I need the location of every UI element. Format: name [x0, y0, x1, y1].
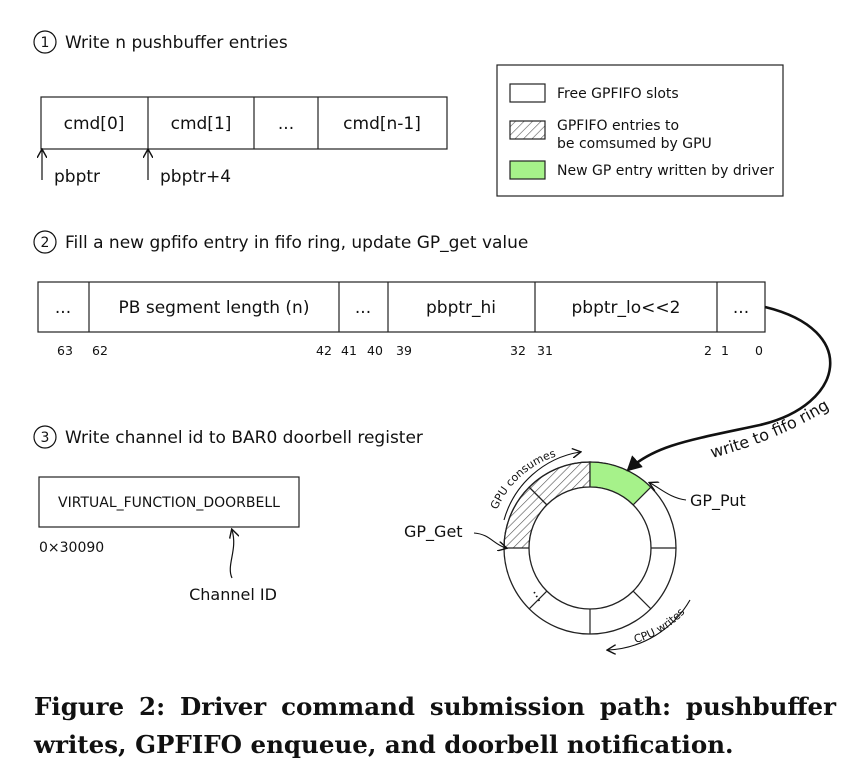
- write-to-fifo-label: write to fifo ring: [708, 395, 832, 462]
- pbptr4-label: pbptr+4: [160, 167, 231, 187]
- cpu-writes-arrow: [608, 599, 691, 650]
- pushbuffer-box: [40, 96, 448, 150]
- pushbuffer: cmd[0] cmd[1] ... cmd[n-1] pbptr pbptr+4: [40, 96, 448, 187]
- gpu-consumes-arrow: [503, 452, 580, 521]
- gpfifo-field-3: pbptr_hi: [426, 298, 496, 318]
- legend-consumed-label-2: be comsumed by GPU: [557, 136, 712, 152]
- legend-new-label: New GP entry written by driver: [557, 163, 774, 179]
- pushbuffer-cell-3: cmd[n-1]: [343, 114, 421, 134]
- gpfifo-entry-box: [37, 281, 766, 333]
- write-to-fifo-arrow: [626, 305, 832, 472]
- bit-39: 39: [396, 343, 412, 358]
- bit-42: 42: [316, 343, 332, 358]
- step-2-number: 2: [41, 235, 50, 251]
- pushbuffer-cell-1: cmd[1]: [171, 114, 232, 134]
- step-2-number-circle: [33, 230, 57, 254]
- bit-32: 32: [510, 343, 526, 358]
- gp-put-arrow: [650, 483, 687, 501]
- gpfifo-field-5: ...: [733, 298, 749, 318]
- step-3-heading: 3 Write channel id to BAR0 doorbell regi…: [33, 425, 423, 449]
- legend-consumed-label-1: GPFIFO entries to: [557, 118, 679, 134]
- step-2-heading: 2 Fill a new gpfifo entry in fifo ring, …: [33, 230, 528, 254]
- fifo-ring: ... GPU consumes CPU writes GP_Get GP_Pu…: [404, 305, 832, 650]
- pushbuffer-cell-0: cmd[0]: [64, 114, 125, 134]
- gpfifo-field-2: ...: [355, 298, 371, 318]
- step-3-number: 3: [41, 430, 50, 446]
- bit-2: 2: [704, 343, 712, 358]
- doorbell-address: 0×30090: [39, 540, 104, 556]
- bit-41: 41: [341, 343, 357, 358]
- bit-0: 0: [755, 343, 763, 358]
- figure-caption: Figure 2: Driver command submission path…: [34, 692, 836, 759]
- doorbell-register-box: [38, 476, 300, 528]
- gp-get-label: GP_Get: [404, 522, 463, 542]
- doorbell: VIRTUAL_FUNCTION_DOORBELL 0×30090 Channe…: [38, 476, 300, 604]
- gp-put-label: GP_Put: [690, 491, 746, 511]
- step-1-heading: 1 Write n pushbuffer entries: [33, 30, 288, 54]
- step-1-text: Write n pushbuffer entries: [65, 33, 288, 53]
- step-1-number-circle: [33, 30, 57, 54]
- gpfifo-field-0: ...: [55, 298, 71, 318]
- gpfifo-field-1: PB segment length (n): [119, 298, 310, 318]
- step-3-text: Write channel id to BAR0 doorbell regist…: [65, 428, 423, 448]
- legend-consumed-swatch: [509, 120, 546, 140]
- step-2-text: Fill a new gpfifo entry in fifo ring, up…: [65, 233, 528, 253]
- legend-free-swatch: [509, 83, 546, 103]
- channel-id-arrow: [230, 530, 233, 579]
- bit-63: 63: [57, 343, 73, 358]
- doorbell-register-label: VIRTUAL_FUNCTION_DOORBELL: [58, 495, 280, 511]
- gpfifo-field-4: pbptr_lo<<2: [572, 298, 681, 318]
- step-1-number: 1: [41, 35, 50, 51]
- legend-new-swatch: [509, 160, 546, 180]
- channel-id-label: Channel ID: [189, 585, 277, 604]
- step-3-number-circle: [33, 425, 57, 449]
- legend: Free GPFIFO slots GPFIFO entries to be c…: [496, 64, 784, 197]
- pbptr-label: pbptr: [54, 167, 100, 187]
- legend-free-label: Free GPFIFO slots: [557, 86, 679, 102]
- bit-1: 1: [721, 343, 729, 358]
- bit-40: 40: [367, 343, 383, 358]
- bit-31: 31: [537, 343, 553, 358]
- gp-get-arrow: [473, 532, 506, 548]
- pushbuffer-cell-2: ...: [278, 114, 294, 134]
- bit-62: 62: [92, 343, 108, 358]
- gpfifo-entry: ... PB segment length (n) ... pbptr_hi p…: [37, 281, 766, 358]
